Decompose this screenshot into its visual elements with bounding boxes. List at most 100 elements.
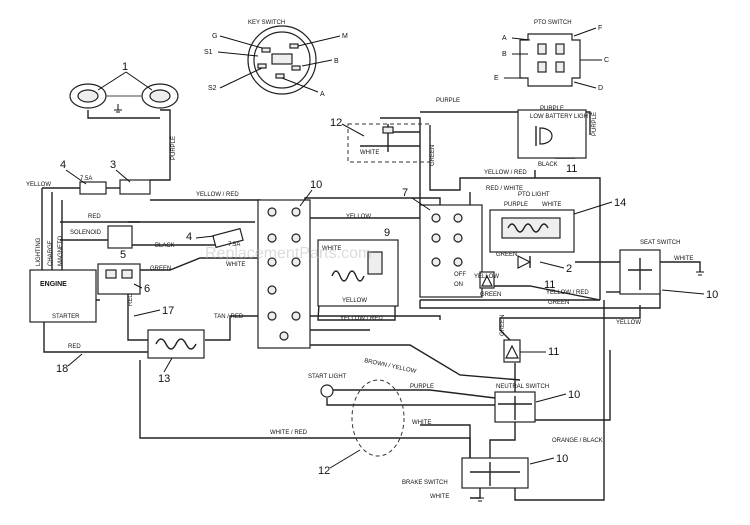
- callout-8: 9: [384, 227, 390, 239]
- label-wire-yellow-red-top: YELLOW / RED: [196, 192, 239, 198]
- label-wire-red-bottom: RED: [68, 344, 81, 350]
- wire-group-12: [351, 379, 405, 457]
- label-wire-purple-14: PURPLE: [504, 202, 528, 208]
- callout-4b: 4: [186, 231, 192, 243]
- callout-3: 3: [110, 159, 116, 171]
- label-wire-white-14: WHITE: [542, 202, 561, 208]
- label-wire-yellow-red-11a: YELLOW / RED: [546, 290, 589, 296]
- label-wire-yellow-red-14: YELLOW / RED: [484, 170, 527, 176]
- label-wire-purple-headlight: PURPLE: [171, 136, 177, 160]
- callout-10c: 10: [556, 453, 568, 465]
- callout-10b: 10: [568, 389, 580, 401]
- pto-terminal-f: F: [598, 25, 602, 32]
- label-wire-yellow-8: YELLOW: [342, 298, 367, 304]
- label-wire-red-white: RED / WHITE: [486, 186, 523, 192]
- neutral-switch: NEUTRAL SWITCH: [494, 384, 549, 423]
- diode-11a: YELLOW GREEN: [474, 271, 501, 298]
- pto-terminal-e: E: [494, 75, 499, 82]
- pto-terminal-a: A: [502, 35, 507, 42]
- callout-4a: 4: [60, 159, 66, 171]
- start-light-label: START LIGHT: [308, 374, 347, 380]
- callout-2: 2: [566, 263, 572, 275]
- callout-11a: 11: [544, 279, 555, 291]
- label-wire-white-8: WHITE: [322, 246, 341, 252]
- callout-5: 5: [120, 249, 126, 261]
- label-wire-yellow-red-8: YELLOW / RED: [340, 316, 383, 322]
- pto-light-14: PTO LIGHT: [489, 192, 575, 253]
- relay-8: WHITE YELLOW: [317, 239, 399, 307]
- label-wire-orange-black: ORANGE / BLACK: [552, 438, 603, 444]
- label-wire-white-start: WHITE: [412, 420, 431, 426]
- low-battery-light-label: LOW BATTERY LIGHT: [530, 114, 592, 120]
- neutral-switch-label: NEUTRAL SWITCH: [496, 384, 549, 390]
- rectifier-13: [147, 329, 205, 359]
- pto-switch: PTO SWITCH A F B C E D: [494, 20, 609, 92]
- key-switch: KEY SWITCH G M S1 B S2 A: [204, 20, 348, 98]
- diode-2: GREEN: [496, 252, 532, 269]
- label-wire-purple-16b: PURPLE: [540, 106, 564, 112]
- label-wire-green-left: GREEN: [150, 266, 171, 272]
- label-wire-green-11a: GREEN: [480, 292, 501, 298]
- brake-switch-label: BRAKE SWITCH: [402, 480, 448, 486]
- pto-terminal-c: C: [604, 57, 609, 64]
- label-wire-yellow-center: YELLOW: [346, 214, 371, 220]
- label-wire-purple-start: PURPLE: [410, 384, 434, 390]
- connector-5-6: [97, 263, 141, 295]
- seat-switch: SEAT SWITCH WHITE: [619, 240, 704, 295]
- terminal-block-9: [257, 199, 311, 349]
- wires: [41, 109, 701, 501]
- callout-12: 12: [318, 465, 330, 477]
- callout-14: 14: [614, 197, 626, 209]
- label-wire-green-11b: GREEN: [500, 315, 506, 336]
- callout-9: 10: [310, 179, 322, 191]
- label-wire-white-red: WHITE / RED: [270, 430, 308, 436]
- pto-off-label: OFF: [454, 272, 466, 278]
- headlights: [69, 83, 179, 113]
- label-wire-black-mid: BLACK: [155, 243, 175, 249]
- label-wire-yellow-11a: YELLOW: [474, 274, 499, 280]
- pto-terminal-b: B: [502, 51, 507, 58]
- label-wire-white-brake: WHITE: [430, 494, 449, 500]
- key-terminal-m: M: [342, 33, 348, 40]
- solenoid-label: SOLENOID: [70, 230, 102, 236]
- label-wire-white-seat: WHITE: [674, 256, 693, 262]
- low-battery-light: LOW BATTERY LIGHT BLACK PURPLE PURPLE: [517, 106, 598, 168]
- fuse-2-rating: 7.5A: [228, 242, 240, 248]
- callout-11b: 11: [548, 346, 559, 358]
- engine-terminal-charge: CHARGE: [48, 240, 54, 266]
- pto-terminal-d: D: [598, 85, 603, 92]
- diode-11b: GREEN: [500, 315, 521, 363]
- engine-terminal-magneto: MAGNETO: [58, 235, 64, 266]
- label-wire-purple-16: PURPLE: [592, 112, 598, 136]
- label-wire-green-2: GREEN: [496, 252, 517, 258]
- key-switch-title: KEY SWITCH: [248, 20, 285, 26]
- key-terminal-b: B: [334, 58, 339, 65]
- seat-switch-label: SEAT SWITCH: [640, 240, 680, 246]
- callout-15: 12: [330, 117, 342, 129]
- pto-block-7: OFF ON: [419, 204, 483, 298]
- fuse-left: 7.5A: [79, 176, 151, 195]
- callout-6: 6: [144, 283, 150, 295]
- pto-light-label: PTO LIGHT: [518, 192, 550, 198]
- label-wire-purple-top: PURPLE: [436, 98, 460, 104]
- pto-on-label: ON: [454, 282, 463, 288]
- label-wire-white-mid: WHITE: [226, 262, 245, 268]
- starter-label: STARTER: [52, 314, 80, 320]
- key-terminal-s1: S1: [204, 49, 213, 56]
- label-wire-tan-red: TAN / RED: [214, 314, 244, 320]
- callout-18: 18: [56, 363, 68, 375]
- brake-switch: BRAKE SWITCH WHITE: [402, 457, 529, 502]
- key-terminal-a: A: [320, 91, 325, 98]
- label-wire-white-15: WHITE: [360, 150, 379, 156]
- watermark: ReplacementParts.com: [205, 245, 371, 262]
- label-wire-red-vert: RED: [128, 293, 134, 306]
- engine-terminal-lighting: LIGHTING: [36, 237, 42, 266]
- solenoid: SOLENOID: [70, 225, 133, 249]
- label-wire-brown-yellow: BROWN / YELLOW: [364, 358, 417, 375]
- pto-switch-title: PTO SWITCH: [534, 20, 572, 26]
- fuse-holder-15: WHITE: [347, 123, 431, 163]
- label-wire-green-right: GREEN: [548, 300, 569, 306]
- label-wire-yellow-left: YELLOW: [26, 182, 51, 188]
- label-wire-black-16: BLACK: [538, 162, 558, 168]
